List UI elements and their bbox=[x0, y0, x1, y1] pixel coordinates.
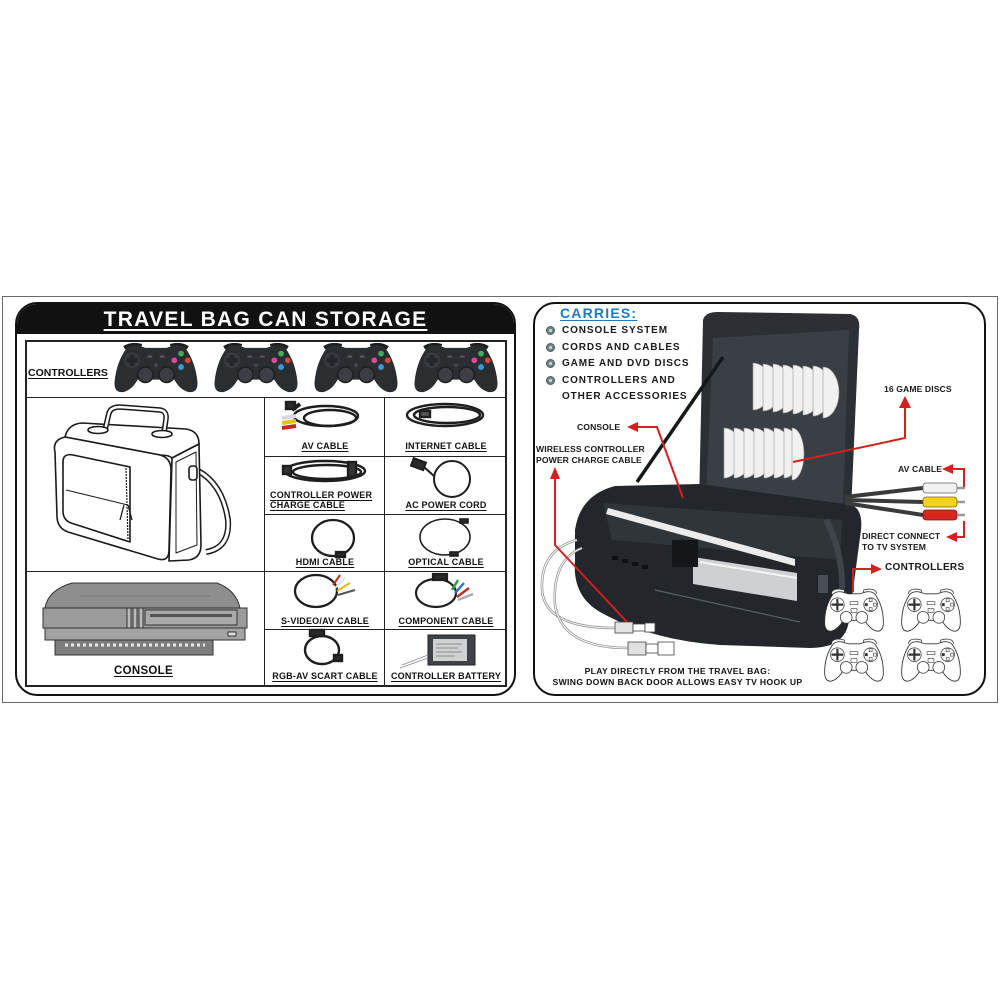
bullet-icon bbox=[546, 326, 555, 335]
accessory-label: INTERNET CABLE bbox=[405, 441, 487, 451]
accessory-label: CONTROLLER POWER bbox=[270, 490, 373, 500]
grid-divider bbox=[25, 397, 507, 398]
bullet-icon bbox=[546, 376, 555, 385]
carries-item: GAME AND DVD DISCS bbox=[562, 358, 690, 369]
accessory-label: AV CABLE bbox=[301, 441, 349, 451]
console-callout: CONSOLE bbox=[577, 422, 621, 432]
accessory-label: COMPONENT CABLE bbox=[398, 616, 494, 626]
grid-divider bbox=[25, 571, 265, 572]
av-cable-callout: AV CABLE bbox=[898, 464, 943, 474]
grid-divider bbox=[264, 571, 507, 572]
game-discs-callout: 16 GAME DISCS bbox=[884, 384, 952, 394]
accessory-label: CONTROLLER BATTERY bbox=[390, 671, 502, 681]
accessory-label: HDMI CABLE bbox=[295, 557, 355, 567]
carries-item: CONSOLE SYSTEM bbox=[562, 325, 668, 336]
outer-frame bbox=[2, 296, 998, 703]
grid-divider bbox=[264, 397, 265, 687]
wireless-cable-callout: POWER CHARGE CABLE bbox=[536, 455, 642, 465]
direct-connect-callout: TO TV SYSTEM bbox=[862, 542, 927, 552]
carries-item: CORDS AND CABLES bbox=[562, 342, 681, 353]
wireless-cable-callout: WIRELESS CONTROLLER bbox=[536, 444, 645, 454]
storage-panel-title: TRAVEL BAG CAN STORAGE bbox=[17, 304, 514, 334]
carries-item-continued: OTHER ACCESSORIES bbox=[562, 391, 688, 402]
direct-connect-callout: DIRECT CONNECT bbox=[862, 531, 941, 541]
accessory-label: OPTICAL CABLE bbox=[408, 557, 484, 567]
caption-line: SWING DOWN BACK DOOR ALLOWS EASY TV HOOK… bbox=[552, 677, 803, 687]
bullet-icon bbox=[546, 343, 555, 352]
accessory-label: CHARGE CABLE bbox=[270, 500, 345, 510]
carries-item: CONTROLLERS AND bbox=[562, 375, 676, 386]
grid-divider bbox=[264, 456, 507, 457]
console-label: CONSOLE bbox=[114, 665, 173, 677]
accessory-label: AC POWER CORD bbox=[405, 500, 487, 510]
grid-divider bbox=[384, 397, 385, 687]
storage-grid bbox=[25, 340, 507, 687]
grid-divider bbox=[264, 629, 507, 630]
caption-line: PLAY DIRECTLY FROM THE TRAVEL BAG: bbox=[584, 666, 771, 676]
bullet-icon bbox=[546, 359, 555, 368]
accessory-label: S-VIDEO/AV CABLE bbox=[280, 616, 370, 626]
carries-title: CARRIES: bbox=[560, 305, 638, 321]
controllers-callout: CONTROLLERS bbox=[885, 562, 965, 573]
grid-divider bbox=[264, 514, 507, 515]
accessory-label: RGB-AV SCART CABLE bbox=[272, 671, 378, 681]
controllers-label: CONTROLLERS bbox=[28, 367, 108, 379]
